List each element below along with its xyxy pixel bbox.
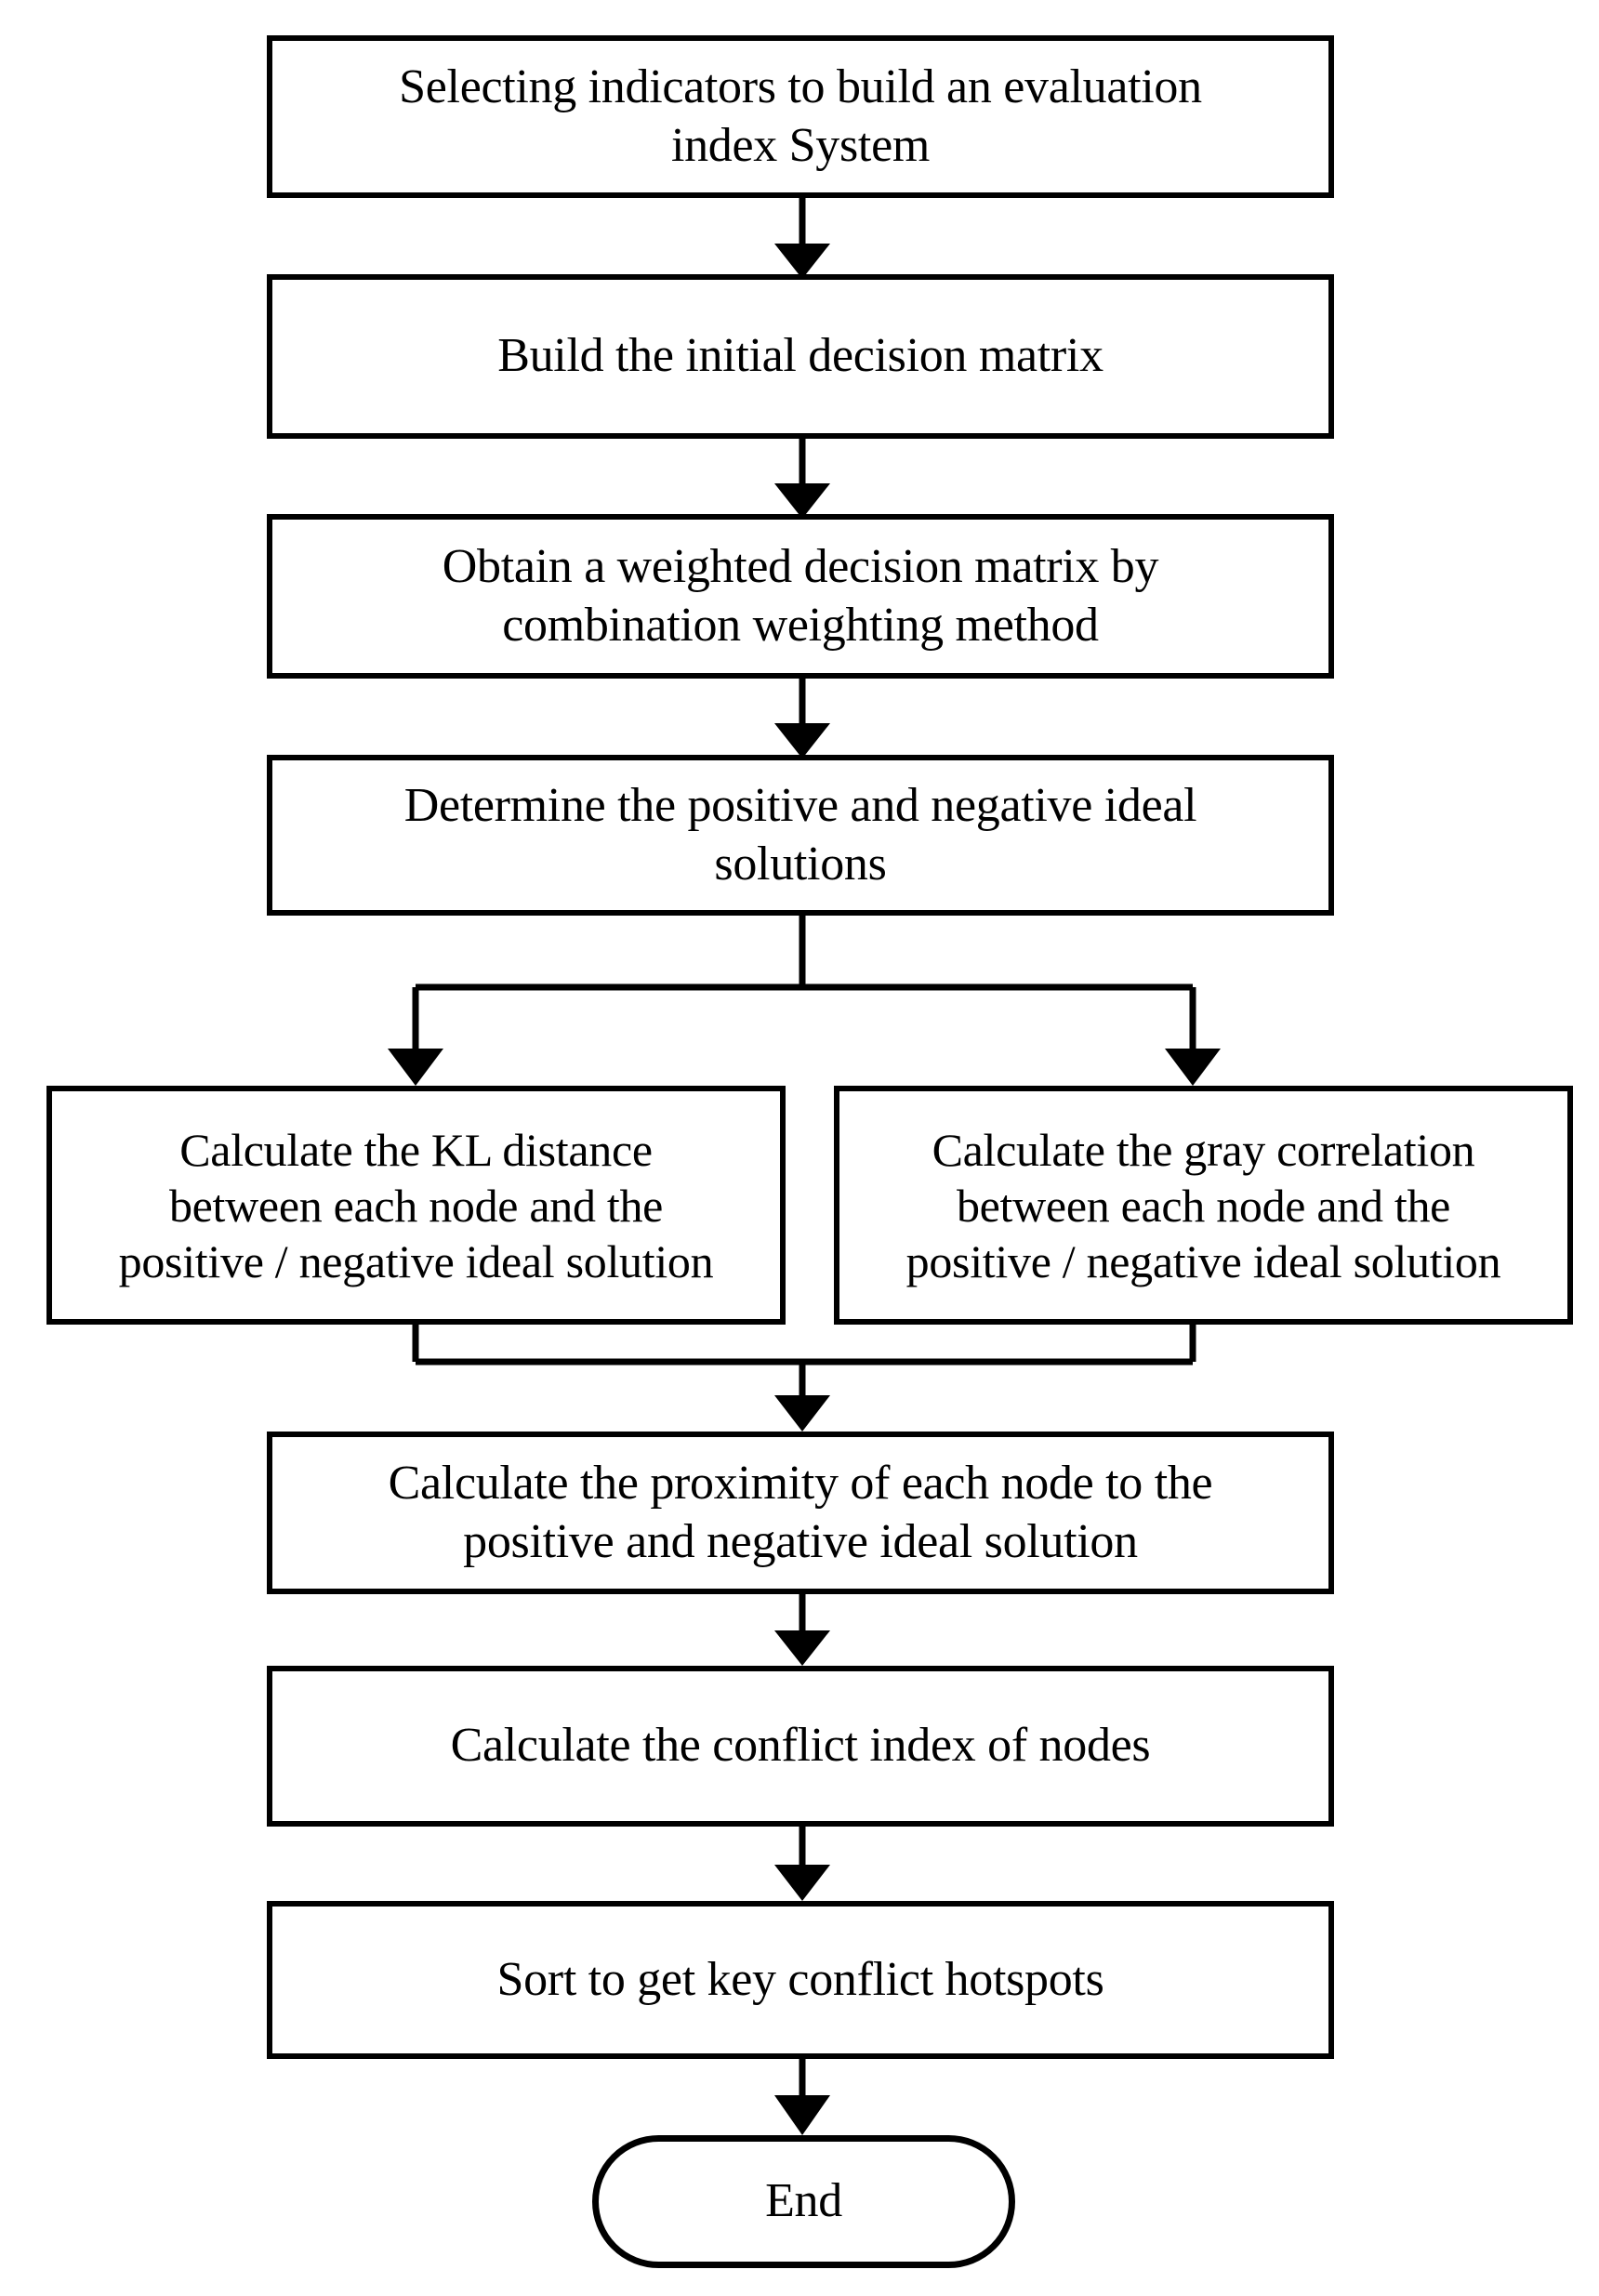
node-label: Build the initial decision matrix bbox=[497, 329, 1103, 383]
node-label: Calculate the conflict index of nodes bbox=[450, 1719, 1151, 1773]
node-select-indicators: Selecting indicators to build an evaluat… bbox=[267, 35, 1334, 198]
node-label: Selecting indicators to build an evaluat… bbox=[399, 60, 1202, 172]
node-weighted-matrix: Obtain a weighted decision matrix by com… bbox=[267, 514, 1334, 679]
node-sort-hotspots: Sort to get key conflict hotspots bbox=[267, 1901, 1334, 2059]
edge-n4-split bbox=[388, 916, 1221, 1086]
node-label: Determine the positive and negative idea… bbox=[403, 779, 1197, 891]
node-conflict-index: Calculate the conflict index of nodes bbox=[267, 1666, 1334, 1827]
edge-n6-n7 bbox=[774, 1594, 830, 1666]
node-build-initial-matrix: Build the initial decision matrix bbox=[267, 274, 1334, 439]
node-label: Calculate the proximity of each node to … bbox=[388, 1457, 1213, 1568]
edge-n7-n8 bbox=[774, 1827, 830, 1901]
node-kl-distance: Calculate the KL distance between each n… bbox=[46, 1086, 786, 1325]
edge-n8-end bbox=[774, 2059, 830, 2135]
node-label: Sort to get key conflict hotspots bbox=[496, 1952, 1104, 2006]
node-label: Calculate the KL distance between each n… bbox=[118, 1123, 714, 1287]
node-label: Obtain a weighted decision matrix by com… bbox=[442, 540, 1159, 652]
edge-n1-n2 bbox=[774, 198, 830, 279]
edge-n2-n3 bbox=[774, 439, 830, 519]
node-label: End bbox=[765, 2174, 842, 2228]
edge-n3-n4 bbox=[774, 679, 830, 759]
edge-merge-n6 bbox=[412, 1325, 1196, 1432]
node-end: End bbox=[592, 2135, 1015, 2268]
node-gray-correlation: Calculate the gray correlation between e… bbox=[834, 1086, 1573, 1325]
node-ideal-solutions: Determine the positive and negative idea… bbox=[267, 755, 1334, 916]
node-proximity: Calculate the proximity of each node to … bbox=[267, 1432, 1334, 1594]
node-label: Calculate the gray correlation between e… bbox=[905, 1123, 1501, 1287]
